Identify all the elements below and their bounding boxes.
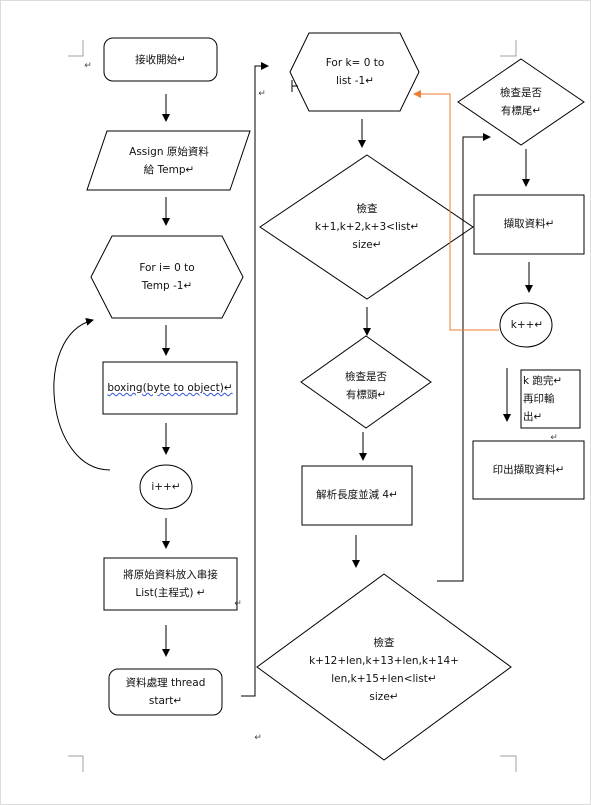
corner-marks (68, 40, 517, 772)
label-enqueue: 將原始資料放入串接 List(主程式) ↵ (123, 569, 218, 599)
label-parse-length: 解析長度並減 4↵ (316, 489, 398, 501)
paragraph-mark: ↵ (84, 61, 92, 71)
shape-check-size (259, 154, 474, 300)
shape-check-header (300, 335, 432, 429)
shape-extract (473, 194, 585, 255)
arrow-checklen-tail (437, 133, 491, 582)
label-extract: 擷取資料↵ (503, 218, 555, 230)
paragraph-mark: ↵ (254, 733, 262, 743)
label-print: 印出擷取資料↵ (492, 464, 565, 476)
corner-mark-bottom-left (68, 755, 84, 772)
label-check-tail: 檢查是否 有標尾↵ (500, 87, 542, 117)
arrow-thread-loop-k (241, 62, 269, 697)
shape-start (103, 37, 218, 82)
shape-enqueue (103, 557, 238, 611)
shape-loop-k (289, 32, 420, 112)
corner-mark-top-left (68, 40, 84, 57)
shape-check-tail (457, 58, 585, 146)
paragraph-mark: ↵ (258, 89, 266, 99)
label-boxing: boxing(byte to object)↵ (107, 382, 233, 394)
shape-print (472, 440, 585, 500)
shape-note (520, 369, 581, 429)
paragraph-mark: ↵ (234, 599, 242, 609)
label-start: 接收開始↵ (135, 53, 186, 66)
label-loop-k: For k= 0 to list -1↵ (325, 57, 385, 87)
shape-assign (86, 130, 251, 191)
label-check-len: 檢查 k+12+len,k+13+len,k+14+ len,k+15+len<… (309, 637, 459, 703)
label-k-inc: k++↵ (510, 319, 544, 331)
shape-i-inc (139, 464, 193, 510)
shape-parse-length (301, 465, 413, 526)
label-thread: 資料處理 thread start↵ (125, 677, 206, 707)
shape-loop-i (90, 235, 244, 319)
shape-check-len (256, 573, 512, 761)
corner-mark-bottom-right (500, 755, 517, 772)
label-check-header: 檢查是否 有標頭↵ (345, 371, 387, 401)
shape-k-inc (499, 302, 553, 348)
shape-boxing (102, 361, 238, 415)
shape-thread (108, 668, 223, 716)
arrow-loop-back-i (53, 317, 111, 471)
label-note: k 跑完↵ 再印輸 出↵ (523, 375, 563, 423)
label-loop-i: For i= 0 to Temp -1↵ (139, 262, 195, 292)
label-assign: Assign 原始資料 給 Temp↵ (129, 145, 209, 176)
corner-mark-top-right (500, 40, 517, 57)
label-check-size: 檢查 k+1,k+2,k+3<list↵ size↵ (314, 203, 420, 251)
arrow-kinc-loop-k-orange (413, 90, 499, 331)
label-i-inc: i++↵ (151, 481, 181, 493)
paragraph-mark: ↵ (550, 433, 558, 443)
